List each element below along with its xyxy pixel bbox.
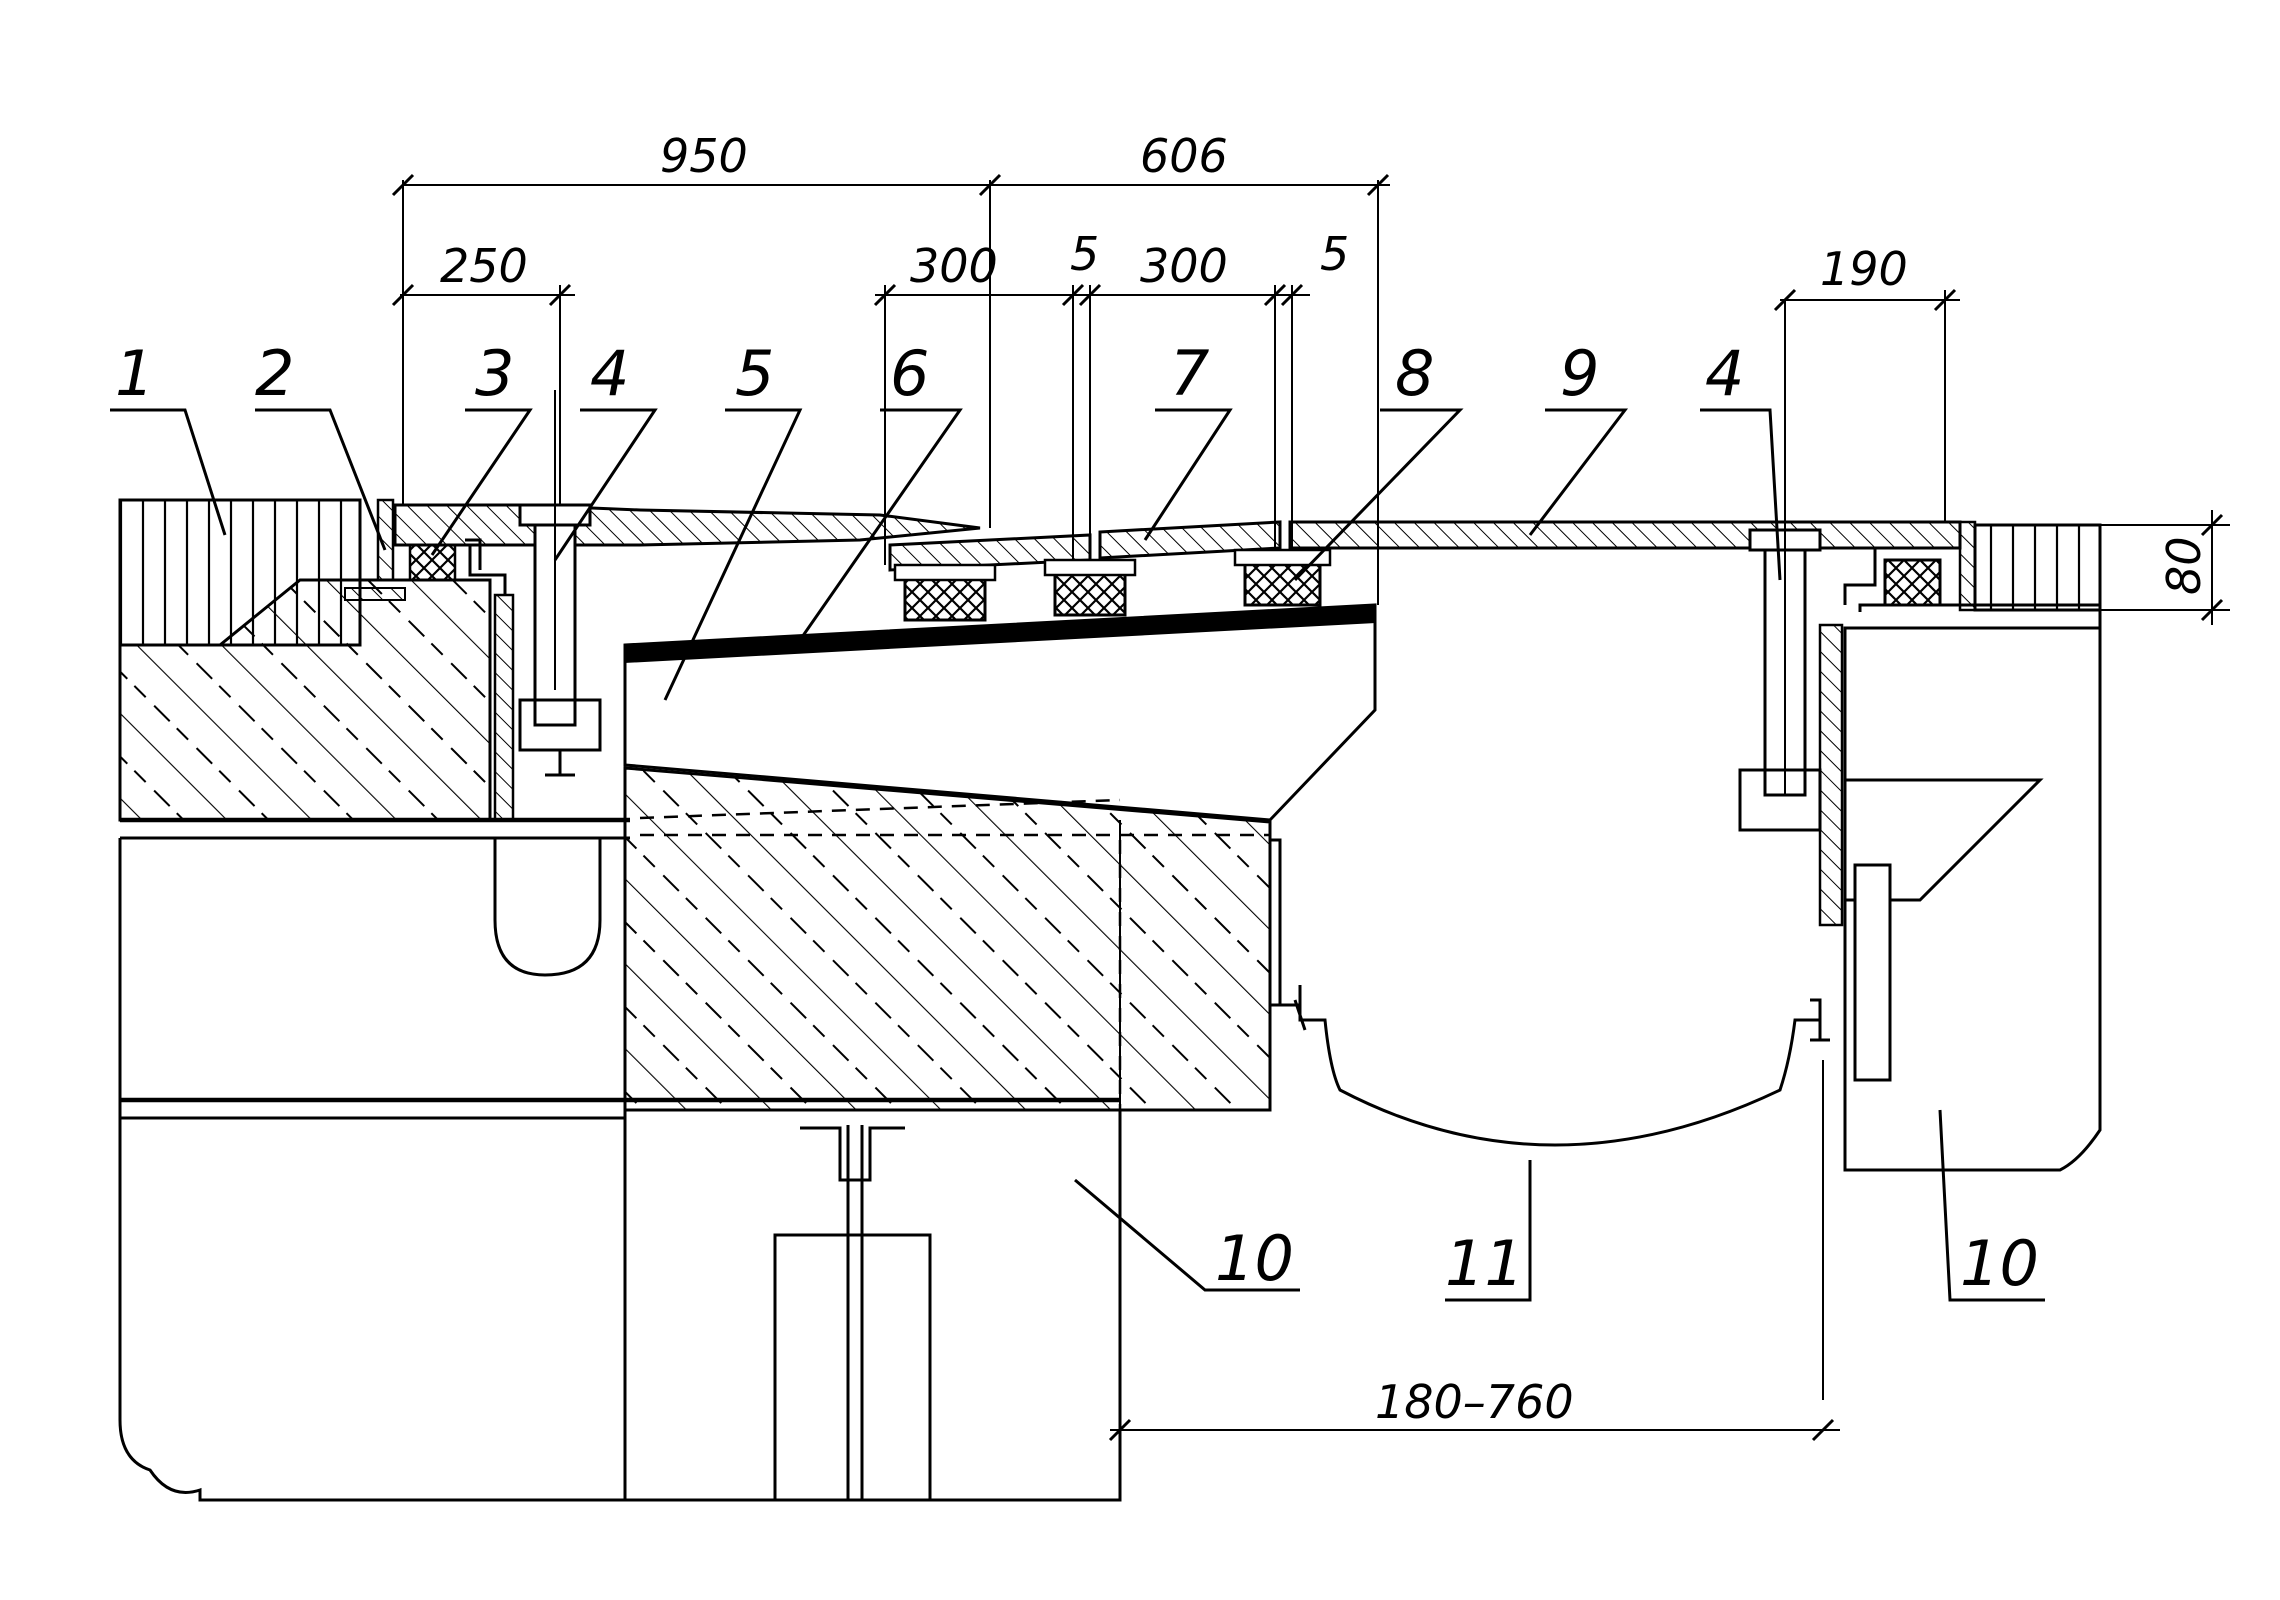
- callout-4-left: 4: [590, 337, 629, 410]
- right-deck-girder: [1822, 626, 2102, 1400]
- seal-block-3: [1233, 548, 1332, 607]
- dim-300-b: 300: [1140, 239, 1228, 293]
- dim-190: 190: [1820, 242, 1908, 296]
- leader-lines: [110, 408, 2045, 1302]
- seal-block-2: [1043, 558, 1137, 617]
- callout-labels: 1 2 3 4 5 6 7 8 9 4 10 11 10: [115, 337, 2039, 1300]
- left-cover-plate: [393, 503, 981, 547]
- callout-11: 11: [1445, 1227, 1524, 1300]
- dim-5-a: 5: [1070, 227, 1099, 281]
- callout-2: 2: [255, 337, 294, 410]
- drain-trough-11: [1270, 838, 1830, 1147]
- dimension-labels: 950 606 250 300 5 300 5 190 80 180–760: [440, 129, 2211, 1429]
- middle-concrete-block: [623, 766, 1272, 1502]
- dim-80: 80: [2157, 536, 2211, 595]
- callout-6: 6: [890, 337, 929, 410]
- callout-10-right: 10: [1960, 1227, 2039, 1300]
- left-seal: [408, 538, 507, 595]
- dim-950: 950: [660, 129, 748, 183]
- dim-250: 250: [440, 239, 528, 293]
- asphalt-right: [1973, 523, 2102, 612]
- callout-10-center: 10: [1215, 1222, 1294, 1295]
- dim-180-760: 180–760: [1375, 1375, 1574, 1429]
- dim-300-a: 300: [910, 239, 998, 293]
- right-anchor-bolt: [1738, 300, 1822, 832]
- seal-block-1: [893, 563, 997, 622]
- callout-1: 1: [115, 337, 154, 410]
- cover-plate-9: [1288, 520, 1962, 550]
- dim-606: 606: [1140, 129, 1228, 183]
- right-seal: [1843, 520, 1977, 612]
- callout-9: 9: [1560, 337, 1599, 410]
- callout-7: 7: [1170, 337, 1209, 410]
- dimension-lines: [391, 173, 2230, 1500]
- left-deck-slab: [118, 578, 630, 1502]
- callout-4-right: 4: [1705, 337, 1744, 410]
- dim-5-b: 5: [1320, 227, 1349, 281]
- left-edge-angle: [344, 498, 515, 822]
- callout-8: 8: [1395, 337, 1434, 410]
- callout-5: 5: [735, 337, 774, 410]
- intermediate-beam-5: [623, 603, 1377, 822]
- callout-3: 3: [475, 337, 514, 410]
- right-edge-angle: [1818, 603, 2102, 927]
